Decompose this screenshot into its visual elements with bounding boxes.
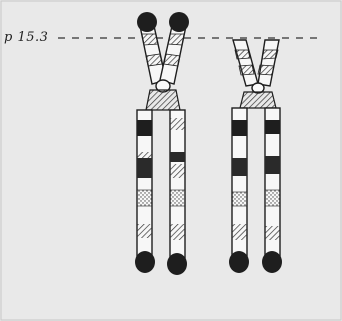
band-shaded [170, 224, 185, 240]
band-dotted [170, 190, 185, 206]
telomere [135, 251, 155, 273]
band-dotted [137, 190, 152, 206]
right-chromosome-p-arm-1 [233, 40, 258, 86]
band-shaded [137, 224, 152, 238]
right-chromosome [229, 40, 282, 273]
band-dark [265, 156, 280, 174]
band-dotted [265, 190, 280, 206]
band-shaded [146, 54, 162, 66]
band-shaded [146, 90, 180, 110]
band-dark [170, 152, 185, 162]
band-shaded [170, 118, 185, 130]
band-dark [265, 120, 280, 134]
band-shaded [170, 164, 185, 178]
band-shaded [168, 34, 184, 45]
left-chromosome-q-arm-1 [135, 110, 155, 273]
telomere [262, 251, 282, 273]
band-shaded [235, 50, 250, 59]
band-shaded [258, 65, 274, 75]
right-chromosome-q-arm-2 [262, 108, 282, 273]
band-shaded [265, 226, 280, 240]
band-shaded [239, 65, 254, 75]
right-chromosome-p-arm-2 [258, 40, 279, 86]
telomere [229, 251, 249, 273]
telomere [137, 12, 157, 32]
band-shaded [262, 50, 278, 59]
band-dark [232, 120, 247, 136]
band-dark [137, 120, 152, 136]
band-shaded [232, 224, 247, 240]
band-shaded [164, 54, 180, 66]
band-shaded [240, 92, 276, 108]
left-chromosome [135, 12, 189, 275]
telomere [167, 253, 187, 275]
telomere [169, 12, 189, 32]
left-chromosome-q-arm-2 [167, 110, 187, 275]
band-dotted [232, 192, 247, 206]
right-chromosome-q-arm-1 [229, 108, 249, 273]
band-dark [137, 158, 152, 178]
band-dark [232, 158, 247, 176]
left-chromosome-p-arm-2 [160, 12, 189, 84]
band-shaded [142, 34, 158, 45]
